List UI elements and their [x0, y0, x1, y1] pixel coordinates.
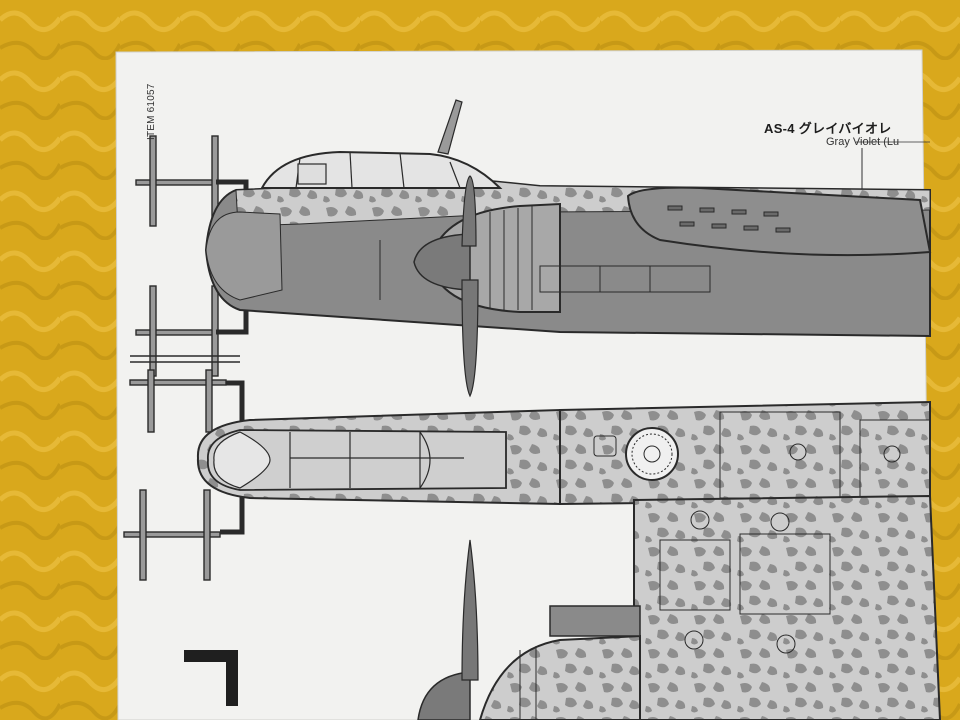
side-view-aircraft	[135, 99, 932, 398]
canopy-top-view	[207, 429, 507, 491]
lower-wing-panel	[633, 494, 942, 720]
color-callout-name: Gray Violet (Lu	[826, 136, 900, 148]
nose-panel	[205, 211, 283, 301]
top-view-aircraft	[123, 369, 931, 581]
propeller-blade-lower	[461, 279, 479, 398]
step-marker-bracket	[184, 650, 238, 706]
propeller-spinner	[413, 233, 471, 291]
lower-engine-band	[549, 605, 641, 637]
antenna-mast	[437, 99, 463, 155]
color-callout-code: AS-4 グレイバイオレ	[764, 121, 892, 136]
wing-side	[626, 186, 932, 257]
canopy-window	[297, 163, 327, 185]
lower-propeller-blade	[461, 539, 479, 681]
lower-wing-view	[417, 494, 942, 720]
radar-antenna-top-view	[123, 369, 245, 581]
item-number-label: ITEM 61057	[146, 83, 157, 140]
propeller-blade-upper	[461, 175, 477, 247]
nose-top-view	[213, 431, 271, 489]
